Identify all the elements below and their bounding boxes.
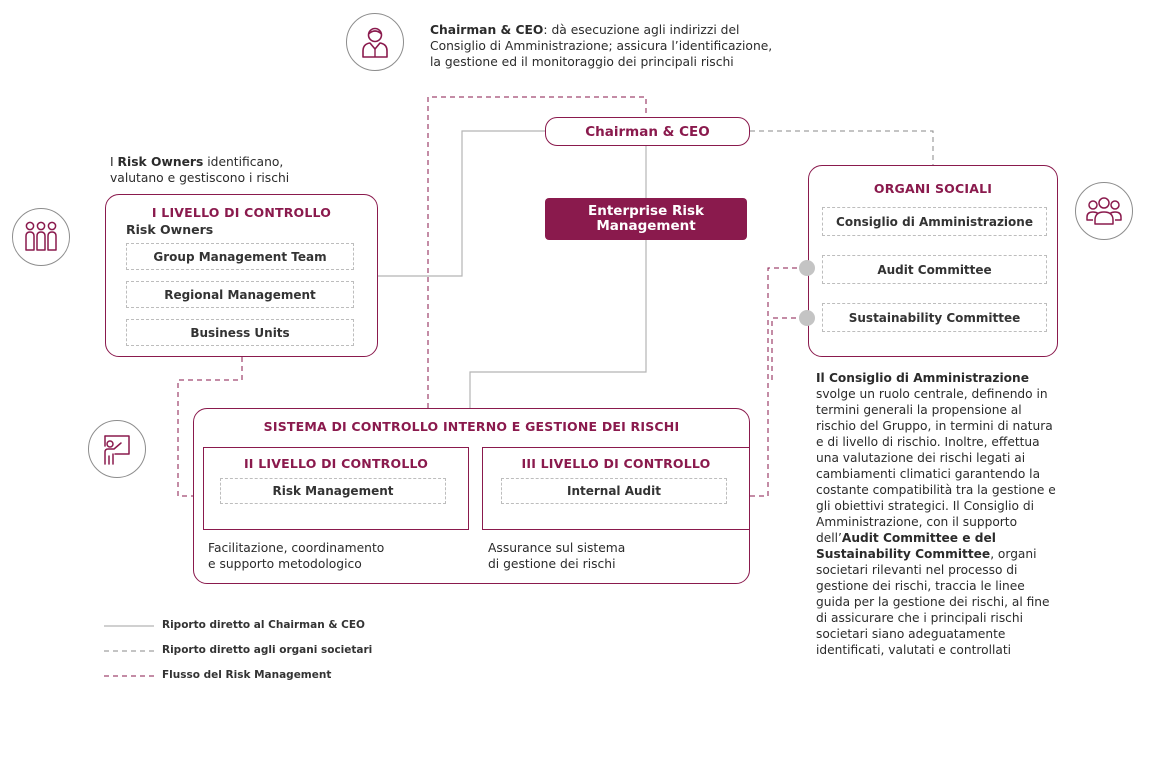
level3-title: III LIVELLO DI CONTROLLO <box>521 456 711 471</box>
line-level1-to-ceo <box>378 130 545 277</box>
internal-audit-item: Internal Audit <box>501 478 727 504</box>
person-icon <box>346 13 404 71</box>
chairman-ceo-box: Chairman & CEO <box>545 117 750 146</box>
ceo-description: Chairman & CEO: dà esecuzione agli indir… <box>430 23 773 69</box>
organi-item: Audit Committee <box>822 255 1047 284</box>
board-description: Il Consiglio di Amministrazione svolge u… <box>816 371 1056 657</box>
presenter-board-icon <box>88 420 146 478</box>
organi-title: ORGANI SOCIALI <box>873 181 993 196</box>
level1-item: Business Units <box>126 319 354 346</box>
organi-item: Sustainability Committee <box>822 303 1047 332</box>
system-title: SISTEMA DI CONTROLLO INTERNO E GESTIONE … <box>263 419 680 434</box>
level1-box: I LIVELLO DI CONTROLLO Risk Owners Group… <box>105 194 378 357</box>
organi-sociali-box: ORGANI SOCIALI Consiglio di Amministrazi… <box>808 165 1058 357</box>
flow-level3-to-audit <box>750 267 806 497</box>
connector-dot <box>799 260 815 276</box>
level2-title: II LIVELLO DI CONTROLLO <box>243 456 429 471</box>
level3-note: Assurance sul sistema di gestione dei ri… <box>488 541 626 571</box>
level1-item: Group Management Team <box>126 243 354 270</box>
level1-title: I LIVELLO DI CONTROLLO <box>151 205 332 220</box>
line-erm-to-system <box>469 240 647 408</box>
risk-owners-note: I Risk Owners identificano, valutano e g… <box>110 155 290 185</box>
line-ceo-to-organi <box>750 130 934 165</box>
risk-management-item: Risk Management <box>220 478 446 504</box>
flow-to-sustainability <box>771 317 806 380</box>
group-of-three-icon <box>1075 182 1133 240</box>
level1-subtitle: Risk Owners <box>126 222 214 237</box>
level3-box: III LIVELLO DI CONTROLLO Internal Audit <box>482 447 750 530</box>
level2-box: II LIVELLO DI CONTROLLO Risk Management <box>203 447 469 530</box>
level1-item: Regional Management <box>126 281 354 308</box>
level2-note: Facilitazione, coordinamento e supporto … <box>208 541 385 571</box>
system-box: SISTEMA DI CONTROLLO INTERNO E GESTIONE … <box>193 408 750 584</box>
enterprise-risk-management-box: Enterprise Risk Management <box>545 198 747 240</box>
organi-item: Consiglio di Amministrazione <box>822 207 1047 236</box>
connector-dot <box>799 310 815 326</box>
team-icon <box>12 208 70 266</box>
